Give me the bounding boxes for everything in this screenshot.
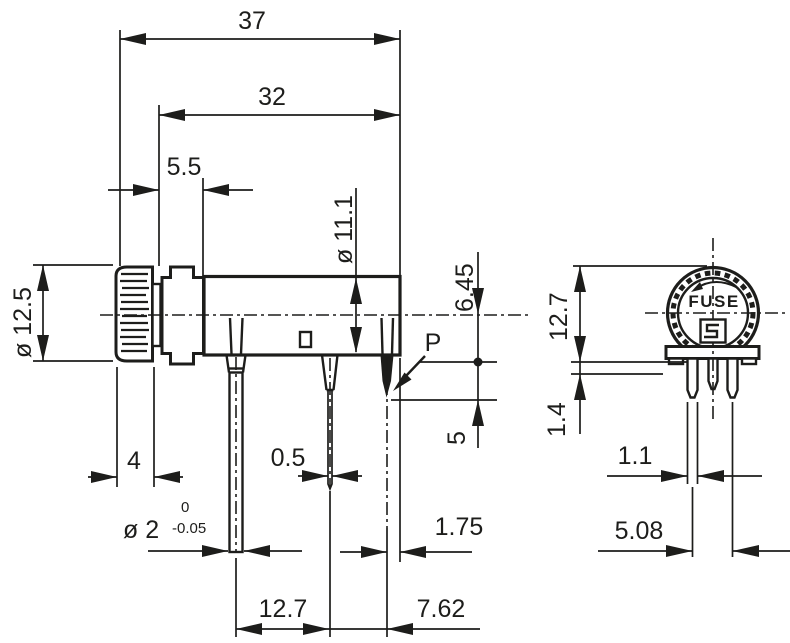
pin-p-callout: P: [393, 329, 441, 391]
dim-front-12-7-label: 12.7: [545, 292, 573, 341]
dim-dia-2-tol-lower: -0.05: [172, 520, 206, 537]
dim-12-7-label: 12.7: [259, 595, 308, 623]
front-view: FUSE 12.7 1.4 1.1: [543, 238, 790, 557]
internal-contacts: [228, 317, 395, 355]
dim-7-62-label: 7.62: [417, 595, 466, 623]
dim-dia-12-5-label: ø 12.5: [9, 287, 37, 358]
front-pin-left: [686, 357, 699, 399]
dim-5-label: 5: [443, 431, 471, 445]
dim-1-4-label: 1.4: [543, 402, 571, 437]
dim-1-75: 1.75: [340, 513, 483, 558]
dim-5-08-label: 5.08: [615, 517, 664, 545]
dim-1-1-label: 1.1: [618, 442, 653, 470]
dim-dia-2-label: ø 2: [123, 516, 159, 544]
pin-centerlines: [235, 357, 401, 637]
dim-4-label: 4: [127, 447, 141, 475]
dim-6-45-label: 6.45: [451, 263, 479, 312]
dim-dia-12-5: ø 12.5: [9, 264, 113, 362]
fuse-cap-text: FUSE: [688, 292, 739, 311]
dim-dia-11-1-label: ø 11.1: [330, 195, 358, 264]
dim-5-5-label: 5.5: [167, 153, 202, 181]
front-pins: [686, 357, 739, 399]
dim-dia-2: ø 2 0 -0.05: [123, 499, 302, 557]
dim-0-5-label: 0.5: [271, 444, 306, 472]
dim-6-45-5-chain: 6.45 5: [391, 252, 497, 448]
pin-p-label: P: [425, 329, 442, 357]
dim-1-1: 1.1: [607, 402, 762, 484]
dim-0-5: 0.5: [271, 444, 362, 482]
dim-5-08: 5.08: [598, 402, 790, 557]
dim-32: 32: [158, 83, 400, 266]
side-view: 37 32 5.5 ø 12.5: [9, 7, 532, 637]
dim-4: 4: [88, 367, 183, 487]
dim-5-5: 5.5: [108, 153, 253, 276]
body-hole-detail: [298, 330, 313, 349]
schurter-logo: [699, 318, 727, 344]
dim-32-label: 32: [258, 83, 286, 111]
dim-12-7-7-62-chain: 12.7 7.62: [236, 595, 480, 635]
front-pin-middle: [707, 357, 719, 391]
knurl-hatch: [120, 272, 149, 353]
dim-dia-11-1: ø 11.1: [330, 188, 362, 353]
rotation-arrow-icon: [691, 281, 737, 292]
dim-37-label: 37: [238, 7, 266, 35]
dim-37: 37: [119, 7, 401, 275]
front-pin-right: [726, 357, 739, 399]
dim-front-12-7-1-4: 12.7 1.4: [543, 265, 707, 437]
dim-dia-2-tol-upper: 0: [181, 499, 189, 516]
dim-1-75-label: 1.75: [435, 513, 484, 541]
knurled-cap: [114, 265, 154, 363]
